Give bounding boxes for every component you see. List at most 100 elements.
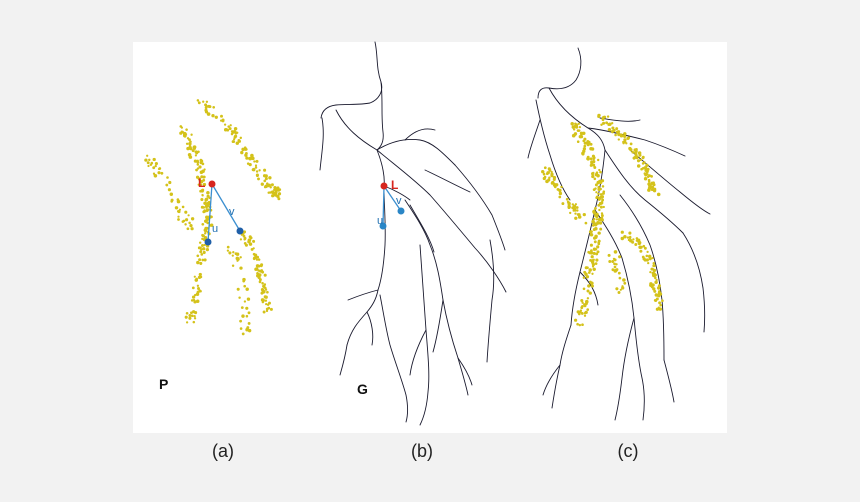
cloud-point — [585, 222, 588, 225]
cloud-point — [193, 321, 196, 324]
cloud-point — [261, 288, 264, 291]
cloud-point — [240, 238, 242, 240]
cloud-point — [205, 207, 207, 209]
cloud-point — [202, 206, 205, 209]
cloud-point — [600, 202, 603, 205]
cloud-point — [603, 190, 606, 193]
cloud-point — [199, 273, 202, 276]
cloud-point — [623, 282, 626, 285]
cloud-point — [597, 159, 599, 161]
cloud-point — [654, 274, 657, 277]
cloud-point — [260, 263, 263, 266]
cloud-point — [595, 248, 598, 251]
cloud-point — [186, 312, 189, 315]
cloud-point — [229, 127, 232, 130]
cloud-point — [206, 248, 209, 251]
cloud-point — [240, 137, 242, 139]
cloud-point — [591, 147, 595, 151]
cloud-point — [645, 164, 648, 167]
cloud-point — [620, 289, 622, 291]
cloud-point — [577, 140, 580, 143]
cloud-point — [635, 155, 638, 158]
cloud-point — [252, 168, 256, 172]
cloud-point — [186, 143, 188, 145]
cloud-point — [642, 245, 645, 248]
cloud-point — [255, 164, 257, 166]
cloud-point — [578, 313, 581, 316]
cloud-point — [638, 246, 642, 250]
cloud-point — [234, 135, 237, 138]
cloud-point — [661, 299, 664, 302]
cloud-point — [547, 178, 550, 181]
cloud-point — [187, 214, 189, 216]
cloud-point — [193, 315, 195, 317]
cloud-point — [155, 162, 158, 165]
cloud-point — [642, 156, 645, 159]
cloud-point — [246, 326, 249, 329]
cloud-point — [607, 115, 609, 117]
cloud-point — [590, 157, 593, 160]
cloud-point — [166, 176, 169, 179]
cloud-point — [654, 277, 657, 280]
cloud-point — [593, 252, 596, 255]
cloud-point — [227, 246, 230, 249]
cloud-point — [618, 272, 621, 275]
cloud-point — [594, 178, 597, 181]
cloud-point — [605, 121, 608, 124]
cloud-point — [644, 174, 647, 177]
cloud-point — [642, 162, 645, 165]
cloud-point — [597, 115, 600, 118]
cloud-point — [191, 314, 194, 317]
cloud-point — [196, 261, 199, 264]
cloud-point — [627, 236, 629, 238]
cloud-point — [248, 329, 251, 332]
cloud-point — [645, 167, 647, 169]
cloud-point — [584, 273, 587, 276]
cloud-point — [238, 140, 241, 143]
cloud-point — [653, 265, 655, 267]
cloud-point — [197, 163, 200, 166]
cloud-point — [245, 307, 248, 310]
cloud-point — [278, 192, 281, 195]
cloud-point — [548, 169, 551, 172]
cloud-point — [621, 237, 624, 240]
cloud-point — [576, 323, 579, 326]
cloud-point — [198, 289, 201, 292]
cloud-point — [591, 273, 593, 275]
cloud-point — [238, 296, 240, 298]
cloud-point — [578, 213, 581, 216]
cloud-point — [658, 306, 660, 308]
cloud-point — [648, 174, 651, 177]
cloud-point — [576, 209, 578, 211]
cloud-point — [243, 285, 246, 288]
cloud-point — [589, 259, 592, 262]
cloud-point — [567, 202, 570, 205]
cloud-point — [208, 105, 211, 108]
cloud-point — [224, 128, 228, 132]
cloud-point — [608, 128, 611, 131]
cloud-point — [550, 173, 553, 176]
cloud-point — [234, 131, 237, 134]
cloud-point — [575, 123, 578, 126]
cloud-point — [570, 122, 574, 126]
cloud-point — [638, 151, 642, 155]
cloud-point — [265, 177, 268, 180]
cloud-point — [168, 188, 171, 191]
cloud-point — [255, 160, 258, 163]
cloud-point — [581, 305, 583, 307]
cloud-point — [198, 101, 201, 104]
cloud-point — [253, 253, 256, 256]
cloud-point — [179, 125, 182, 128]
cloud-point — [147, 161, 150, 164]
cloud-point — [191, 217, 194, 220]
cloud-point — [572, 206, 575, 209]
cloud-point — [268, 184, 271, 187]
cloud-point — [614, 250, 618, 254]
cloud-point — [588, 268, 591, 271]
cloud-point — [232, 265, 234, 267]
cloud-point — [243, 238, 245, 240]
cloud-point — [553, 176, 556, 179]
cloud-point — [190, 134, 192, 136]
cloud-point — [206, 101, 208, 103]
cloud-point — [583, 213, 586, 216]
